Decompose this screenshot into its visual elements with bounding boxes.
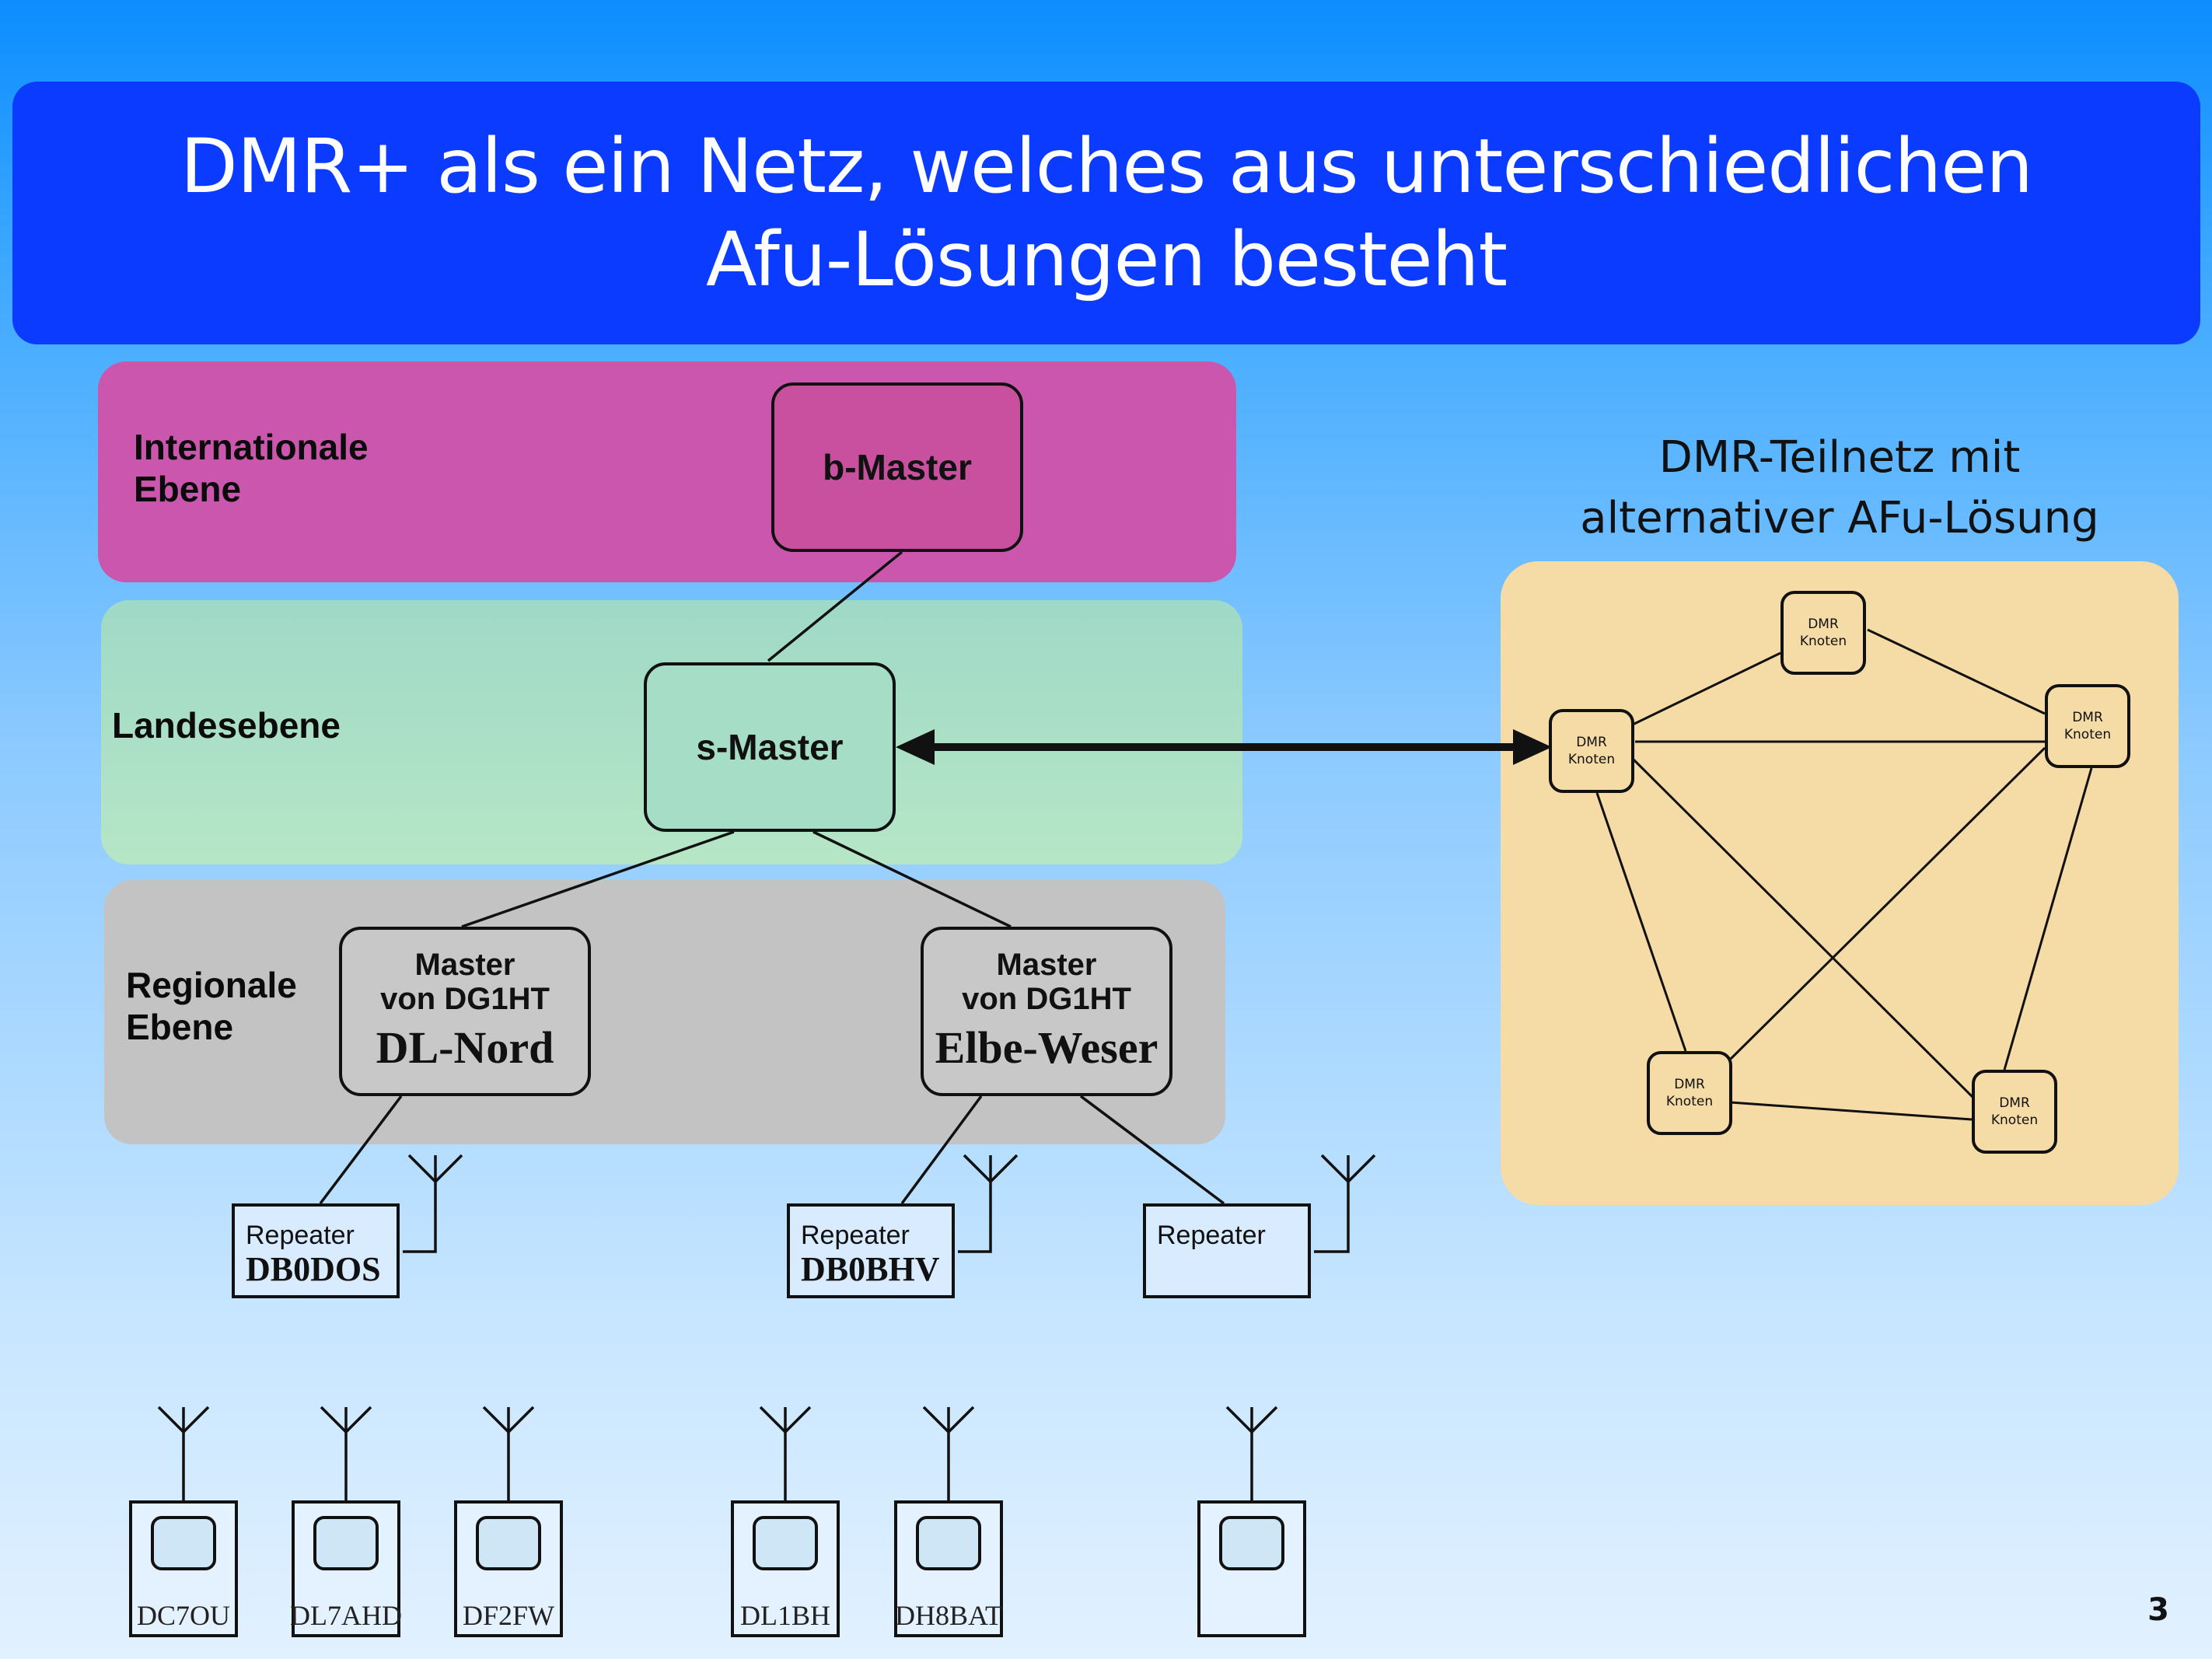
dmr-knoten-bottom-left: DMR Knoten	[1647, 1051, 1732, 1135]
arrow-right-icon	[1513, 729, 1552, 765]
radio-antenna-icon	[157, 1406, 210, 1500]
master-elbe-line2: von DG1HT	[962, 982, 1131, 1016]
master-nord-line1: Master	[414, 948, 515, 982]
radio-callsign: DC7OU	[136, 1600, 230, 1631]
master-nord-line2: von DG1HT	[380, 982, 550, 1016]
bidirectional-link-arrow	[896, 729, 1552, 765]
repeater-db0bhv: Repeater DB0BHV	[787, 1203, 955, 1298]
repeater-label: Repeater	[801, 1221, 910, 1250]
repeater-callsign: DB0DOS	[246, 1250, 381, 1288]
regional-level-label: Regionale Ebene	[126, 965, 297, 1047]
radio-device-df2fw: DF2FW	[454, 1500, 563, 1637]
alternative-subnet-title: DMR-Teilnetz mit alternativer AFu-Lösung	[1580, 432, 2099, 543]
radio-device-dh8bat: DH8BAT	[894, 1500, 1003, 1637]
radio-callsign: DF2FW	[462, 1600, 555, 1631]
international-level-band	[98, 361, 1236, 582]
dmr-knoten-left: DMR Knoten	[1549, 709, 1634, 793]
master-dl-nord-node: Master von DG1HT DL-Nord	[339, 927, 591, 1096]
elbe-to-db0bhv-link	[900, 1095, 983, 1205]
radio-antenna-icon	[320, 1406, 372, 1500]
arrow-left-icon	[896, 729, 935, 765]
radio-screen-icon	[476, 1516, 541, 1570]
radio-antenna-icon	[922, 1406, 975, 1500]
radio-device-dl1bh: DL1BH	[731, 1500, 840, 1637]
radio-antenna-icon	[1225, 1406, 1278, 1500]
repeater-db0dos: Repeater DB0DOS	[232, 1203, 400, 1298]
dmr-knoten-bottom-right: DMR Knoten	[1972, 1070, 2057, 1154]
radio-callsign: DL7AHD	[290, 1600, 402, 1631]
radio-screen-icon	[916, 1516, 981, 1570]
radio-antenna-icon	[482, 1406, 535, 1500]
b-master-node: b-Master	[771, 382, 1023, 552]
repeater-antenna-icon	[1314, 1154, 1376, 1253]
international-level-label: Internationale Ebene	[134, 427, 369, 509]
radio-screen-icon	[1219, 1516, 1284, 1570]
repeater-antenna-icon	[958, 1154, 1019, 1253]
s-to-nord-link	[461, 830, 735, 928]
slide-title-bar: DMR+ als ein Netz, welches aus unterschi…	[12, 82, 2200, 344]
master-nord-name: DL-Nord	[376, 1022, 554, 1073]
s-to-elbe-link	[812, 830, 1012, 928]
repeater-callsign: DB0BHV	[801, 1250, 940, 1288]
radio-callsign: DH8BAT	[894, 1600, 1002, 1631]
landes-level-label: Landesebene	[112, 705, 341, 746]
radio-screen-icon	[313, 1516, 379, 1570]
b-to-s-master-link	[767, 550, 903, 662]
radio-device-dc7ou: DC7OU	[129, 1500, 238, 1637]
radio-antenna-icon	[759, 1406, 812, 1500]
s-master-node: s-Master	[644, 662, 896, 832]
master-elbe-name: Elbe-Weser	[935, 1022, 1158, 1073]
knoten-mesh-links	[1595, 628, 2093, 1121]
repeater-antenna-icon	[403, 1154, 463, 1253]
elbe-to-repeater3-link	[1079, 1095, 1225, 1205]
repeater-label: Repeater	[1157, 1221, 1266, 1250]
radio-screen-icon	[753, 1516, 818, 1570]
slide-title-line-1: DMR+ als ein Netz, welches aus unterschi…	[180, 123, 2033, 210]
radio-callsign: DL1BH	[740, 1600, 830, 1631]
nord-to-db0dos-link	[319, 1095, 403, 1205]
page-number: 3	[2147, 1592, 2169, 1628]
slide-title-line-2: Afu-Lösungen besteht	[705, 216, 1508, 303]
radio-device-dl7ahd: DL7AHD	[290, 1500, 402, 1637]
radio-screen-icon	[151, 1516, 216, 1570]
repeater-unnamed: Repeater	[1143, 1203, 1311, 1298]
dmr-knoten-top: DMR Knoten	[1780, 591, 1866, 675]
master-elbe-line1: Master	[996, 948, 1097, 982]
radio-device-unnamed	[1197, 1500, 1306, 1637]
dmr-knoten-right: DMR Knoten	[2045, 684, 2130, 768]
master-elbe-weser-node: Master von DG1HT Elbe-Weser	[921, 927, 1172, 1096]
repeater-label: Repeater	[246, 1221, 355, 1250]
